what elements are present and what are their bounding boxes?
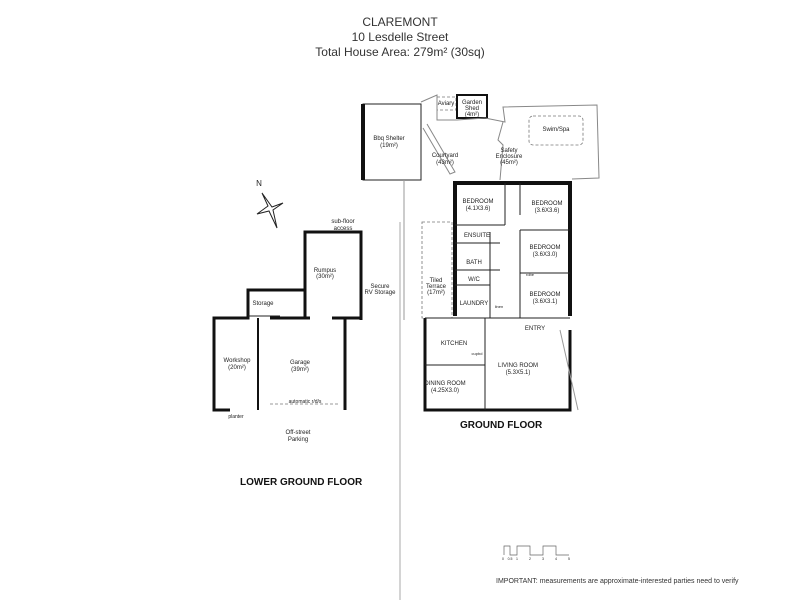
svg-text:(3.6X3.0): (3.6X3.0) — [533, 252, 558, 258]
svg-text:Enclosure: Enclosure — [496, 154, 523, 160]
svg-text:(4.1X3.6): (4.1X3.6) — [466, 206, 491, 212]
garden-shed — [456, 94, 488, 119]
svg-text:(4.25X3.0): (4.25X3.0) — [431, 388, 459, 394]
address: 10 Lesdelle Street — [351, 30, 449, 44]
svg-text:(19m²): (19m²) — [380, 143, 398, 149]
svg-text:LIVING ROOM: LIVING ROOM — [498, 363, 538, 369]
svg-text:Safety: Safety — [500, 148, 517, 154]
svg-text:5: 5 — [568, 557, 570, 561]
svg-text:BEDROOM: BEDROOM — [462, 199, 493, 205]
svg-text:(45m²): (45m²) — [500, 160, 518, 166]
svg-text:automatic r/d/s: automatic r/d/s — [289, 399, 322, 405]
svg-text:Swim/Spa: Swim/Spa — [542, 127, 570, 133]
svg-text:(3.6X3.6): (3.6X3.6) — [535, 208, 560, 214]
svg-text:robe: robe — [526, 272, 535, 277]
svg-text:(39m²): (39m²) — [291, 367, 309, 373]
svg-text:ENTRY: ENTRY — [525, 326, 545, 332]
svg-text:Secure: Secure — [370, 284, 390, 290]
svg-text:Parking: Parking — [288, 437, 308, 443]
ground-floor-title: GROUND FLOOR — [460, 420, 543, 431]
suburb: CLAREMONT — [362, 15, 438, 29]
disclaimer: IMPORTANT: measurements are approximate-… — [496, 578, 739, 585]
house-area: Total House Area: 279m² (30sq) — [315, 45, 485, 59]
svg-text:BEDROOM: BEDROOM — [529, 292, 560, 298]
svg-text:(5.3X5.1): (5.3X5.1) — [506, 370, 531, 376]
svg-text:RV Storage: RV Storage — [365, 290, 397, 296]
svg-text:Shed: Shed — [465, 106, 479, 112]
svg-text:Storage: Storage — [252, 301, 274, 307]
tiled-terrace — [421, 221, 453, 319]
swim-spa — [528, 115, 584, 146]
svg-text:(20m²): (20m²) — [228, 365, 246, 371]
svg-text:cupbd: cupbd — [472, 351, 483, 356]
lower-floor-title: LOWER GROUND FLOOR — [240, 477, 363, 488]
svg-text:ENSUITE: ENSUITE — [464, 233, 490, 239]
svg-text:planter: planter — [228, 414, 244, 420]
svg-text:Aviary: Aviary — [438, 101, 455, 107]
svg-text:Workshop: Workshop — [224, 358, 252, 364]
svg-text:2: 2 — [529, 557, 531, 561]
svg-text:N: N — [256, 179, 262, 188]
svg-text:(43m²): (43m²) — [436, 160, 454, 166]
svg-text:1: 1 — [516, 557, 518, 561]
svg-text:Garage: Garage — [290, 360, 311, 366]
svg-text:linen: linen — [495, 304, 503, 309]
svg-text:Rumpus: Rumpus — [314, 268, 336, 274]
svg-text:Courtyard: Courtyard — [432, 153, 458, 159]
svg-text:sub-floor: sub-floor — [331, 219, 354, 225]
bbq-shelter — [362, 103, 422, 181]
svg-text:Off-street: Off-street — [286, 430, 311, 436]
room-labels-ground: BEDROOM (4.1X3.6) BEDROOM (3.6X3.6) BEDR… — [424, 199, 562, 394]
svg-text:LAUNDRY: LAUNDRY — [460, 301, 489, 307]
svg-text:Tiled: Tiled — [430, 278, 443, 284]
scale-bar: 0 0.5 1 2 3 4 5 — [502, 545, 570, 561]
lower-ground-floor-plan: Rumpus (30m²) Storage Workshop (20m²) Ga… — [212, 219, 363, 488]
svg-text:0.5: 0.5 — [508, 557, 513, 561]
ground-floor-plan: BEDROOM (4.1X3.6) BEDROOM (3.6X3.6) BEDR… — [423, 181, 579, 431]
svg-text:(17m²): (17m²) — [427, 290, 445, 296]
svg-text:4: 4 — [555, 557, 557, 561]
svg-text:access: access — [334, 226, 353, 232]
svg-text:BATH: BATH — [466, 260, 482, 266]
svg-text:Garden: Garden — [462, 100, 482, 106]
svg-text:BEDROOM: BEDROOM — [529, 245, 560, 251]
outdoor-areas: Aviary Garden Shed (4m²) Bbq Shelter (19… — [361, 94, 600, 600]
svg-text:W/C: W/C — [468, 277, 480, 283]
svg-text:(3.6X3.1): (3.6X3.1) — [533, 299, 558, 305]
svg-text:(4m²): (4m²) — [465, 112, 479, 118]
svg-text:DINING ROOM: DINING ROOM — [424, 381, 465, 387]
svg-text:BEDROOM: BEDROOM — [531, 201, 562, 207]
svg-text:0: 0 — [502, 557, 504, 561]
compass-icon: N — [256, 179, 284, 229]
svg-text:3: 3 — [542, 557, 544, 561]
svg-text:KITCHEN: KITCHEN — [441, 341, 467, 347]
svg-text:Terrace: Terrace — [426, 284, 447, 290]
svg-text:Bbq Shelter: Bbq Shelter — [373, 136, 404, 142]
svg-text:(30m²): (30m²) — [316, 274, 334, 280]
